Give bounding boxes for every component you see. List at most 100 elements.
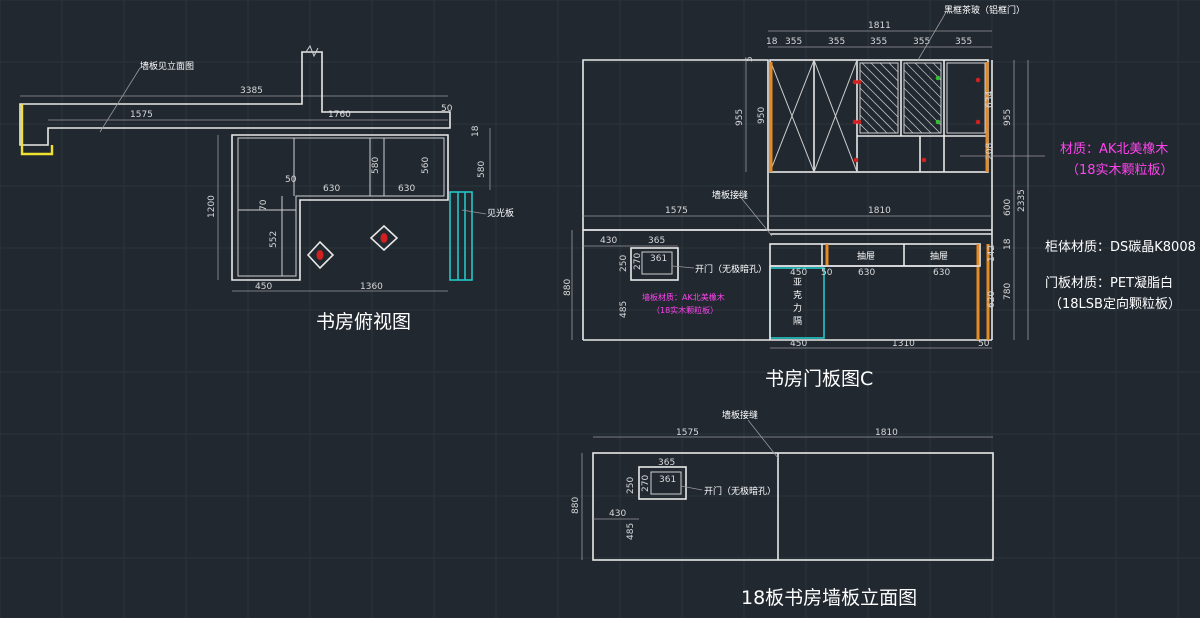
dim-1575: 1575 bbox=[665, 206, 688, 216]
dim-18-right: 18 bbox=[1003, 238, 1013, 250]
wall-material-note: 墙板材质：AK北美橡木 bbox=[642, 292, 725, 302]
open-door-note: 开门（无极暗孔） bbox=[695, 263, 767, 275]
dim-1200: 1200 bbox=[207, 195, 217, 218]
leader-joint-2 bbox=[747, 419, 779, 459]
open-door-note-2: 开门（无极暗孔） bbox=[704, 485, 776, 497]
dim-430-wall: 430 bbox=[609, 509, 626, 519]
dim-630-a: 630 bbox=[323, 184, 340, 194]
dim-780: 780 bbox=[1003, 283, 1013, 300]
dim-250-wall: 250 bbox=[626, 477, 636, 494]
door-material: 门板材质：PET凝脂白 bbox=[1045, 275, 1173, 291]
dim-70: 70 bbox=[259, 199, 269, 211]
dim-365: 365 bbox=[648, 236, 665, 246]
dim-50-b: 50 bbox=[285, 175, 297, 185]
svg-text:克: 克 bbox=[793, 290, 802, 301]
dim-3385: 3385 bbox=[240, 86, 263, 96]
dim-1760: 1760 bbox=[328, 110, 351, 120]
dim-552: 552 bbox=[269, 231, 279, 248]
dim-560: 560 bbox=[421, 157, 431, 174]
wall-break-mark bbox=[305, 44, 319, 58]
side-panel-end bbox=[20, 104, 54, 156]
glass-door-note: 黑框茶玻（铝框门） bbox=[944, 4, 1025, 16]
dim-1810: 1810 bbox=[868, 206, 891, 216]
door-material-sub: （18LSB定向颗粒板） bbox=[1049, 296, 1181, 312]
dim-1575: 1575 bbox=[130, 110, 153, 120]
dim-250: 250 bbox=[619, 255, 629, 272]
dim-365-wall: 365 bbox=[658, 458, 675, 468]
wall-material-sub: （18实木颗粒板） bbox=[652, 305, 718, 315]
dim-430: 430 bbox=[600, 236, 617, 246]
chair-icon-2 bbox=[369, 224, 399, 252]
dim-1360: 1360 bbox=[360, 282, 383, 292]
materials-legend: 材质：AK北美橡木 （18实木颗粒板） 柜体材质：DS碳晶K8008 门板材质：… bbox=[1045, 142, 1196, 312]
side-panel-cyan bbox=[449, 191, 473, 281]
dim-580-mid: 580 bbox=[371, 157, 381, 174]
dim-580-right: 580 bbox=[477, 161, 487, 178]
dim-880-wall: 880 bbox=[571, 497, 581, 514]
dim-50: 50 bbox=[441, 104, 453, 114]
dim-450: 450 bbox=[255, 282, 272, 292]
left-wall-panel bbox=[582, 59, 769, 231]
dim-485: 485 bbox=[619, 301, 629, 318]
dim-270-wall: 270 bbox=[641, 475, 651, 492]
dim-630-b: 630 bbox=[398, 184, 415, 194]
dim-880: 880 bbox=[563, 279, 573, 296]
door-view-dimensions: 1811 18 355 355 355 355 355 5 955 950 63… bbox=[563, 21, 1029, 349]
dim-208: 208 bbox=[985, 143, 995, 160]
leader-glass bbox=[917, 13, 946, 61]
dim-2335: 2335 bbox=[1017, 189, 1027, 212]
svg-text:亚: 亚 bbox=[793, 277, 802, 288]
dim-485-wall: 485 bbox=[626, 523, 636, 540]
dim-450-bottom: 450 bbox=[790, 339, 807, 349]
top-view-title: 书房俯视图 bbox=[316, 311, 411, 333]
wall-view-title: 18板书房墙板立面图 bbox=[741, 587, 917, 609]
door-elevation-view: 抽屉 抽屉 亚 克 力 隔 开门（无极暗孔） 墙板材质：AK北美橡木 （18实木… bbox=[563, 4, 1045, 390]
acrylic-partition-label: 亚 克 力 隔 bbox=[793, 277, 802, 327]
dim-355-d: 355 bbox=[913, 37, 930, 47]
cabinet-material: 柜体材质：DS碳晶K8008 bbox=[1045, 240, 1196, 255]
dim-142: 142 bbox=[987, 245, 997, 262]
door-view-title: 书房门板图C bbox=[765, 368, 873, 390]
side-panel-note: 见光板 bbox=[487, 207, 514, 219]
dim-620: 620 bbox=[987, 291, 997, 308]
dim-18: 18 bbox=[766, 37, 778, 47]
dim-5: 5 bbox=[745, 56, 755, 62]
dim-361: 361 bbox=[650, 254, 667, 264]
top-view-dimensions: 3385 1575 1760 50 18 580 560 580 630 630… bbox=[20, 86, 491, 292]
dim-950: 950 bbox=[757, 107, 767, 124]
wall-panel-outline bbox=[19, 51, 451, 146]
dim-1575-wall: 1575 bbox=[676, 428, 699, 438]
wall-panel-note: 墙板见立面图 bbox=[140, 60, 194, 72]
dim-1810-wall: 1810 bbox=[875, 428, 898, 438]
dim-634: 634 bbox=[985, 91, 995, 108]
desk-drawers: 抽屉 抽屉 bbox=[769, 243, 990, 340]
top-view: 3385 1575 1760 50 18 580 560 580 630 630… bbox=[19, 44, 514, 333]
svg-text:力: 力 bbox=[793, 302, 802, 314]
leader-wall-note bbox=[99, 67, 141, 133]
leader-joint bbox=[737, 193, 773, 237]
dim-600: 600 bbox=[1003, 199, 1013, 216]
drawer-label-2: 抽屉 bbox=[930, 250, 948, 262]
dim-955-right: 955 bbox=[1003, 109, 1013, 126]
dim-270: 270 bbox=[633, 253, 643, 270]
drawer-label-1: 抽屉 bbox=[857, 250, 875, 262]
dim-355-e: 355 bbox=[955, 37, 972, 47]
wall-panel-elevation: 开门（无极暗孔） 1575 1810 365 361 250 270 430 4… bbox=[571, 409, 994, 609]
desk-outline bbox=[231, 134, 449, 281]
dim-955-left: 955 bbox=[735, 109, 745, 126]
dim-355-b: 355 bbox=[828, 37, 845, 47]
glass-hatching bbox=[859, 62, 942, 134]
wall-open-door: 开门（无极暗孔） bbox=[630, 247, 767, 281]
wall-open-door-2: 开门（无极暗孔） bbox=[638, 466, 776, 500]
dim-1811: 1811 bbox=[868, 21, 891, 31]
dim-361-wall: 361 bbox=[659, 475, 676, 485]
dim-50-bottom: 50 bbox=[978, 339, 990, 349]
svg-text:隔: 隔 bbox=[793, 316, 802, 327]
dim-630-a: 630 bbox=[858, 268, 875, 278]
dim-50-b: 50 bbox=[821, 268, 833, 278]
wall-joint-note: 墙板接缝 bbox=[712, 189, 748, 201]
dim-355-c: 355 bbox=[870, 37, 887, 47]
wall-view-dimensions: 1575 1810 365 361 250 270 430 485 880 bbox=[571, 428, 993, 560]
